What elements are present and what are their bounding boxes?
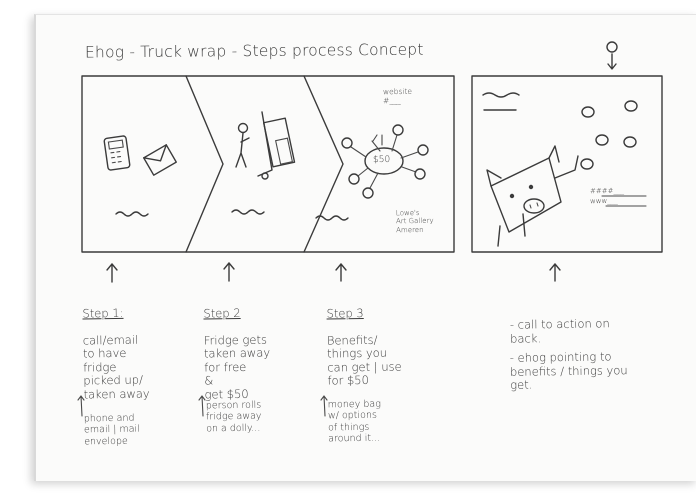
back-scribble-1: [483, 93, 519, 97]
price-label: $50: [373, 155, 390, 166]
scribble-2: [232, 210, 264, 214]
chevron-divider-1: [186, 76, 223, 252]
star-marker-icon: [607, 42, 617, 52]
step-3-body: Benefits/ things you can get | use for $…: [327, 333, 402, 388]
sketch-title: Ehog - Truck wrap - Steps process Concep…: [85, 41, 424, 62]
phone-icon: [104, 136, 130, 171]
pig-note-2: www___: [590, 197, 618, 206]
envelope-icon: [144, 145, 177, 175]
back-note-call-to-action: - call to action on back.: [510, 317, 610, 346]
step-1-heading: Step 1:: [82, 306, 148, 320]
down-arrow-icon: [608, 54, 616, 69]
benefit-circles: [581, 101, 637, 169]
step-2-heading: Step 2: [203, 306, 269, 320]
step-2-body: Fridge gets taken away for free & get $5…: [204, 333, 271, 402]
partner-credits: Lowe's Art Gallery Ameren: [396, 209, 434, 234]
back-note-ehog-pointing: - ehog pointing to benefits / things you…: [510, 350, 628, 392]
step-1: Step 1: call/email to have fridge picked…: [82, 293, 150, 416]
step-2: Step 2 Fridge gets taken away for free &…: [203, 293, 271, 416]
step-3-note: money bag w/ options of things around it…: [328, 399, 382, 445]
step-1-note: phone and email | mail envelope: [84, 413, 140, 448]
up-arrow-icons: [107, 263, 560, 282]
chevron-divider-2: [304, 76, 343, 252]
website-label: website #___: [383, 88, 412, 106]
pig-note-1: ####___: [590, 187, 624, 196]
step-1-body: call/email to have fridge picked up/ tak…: [83, 333, 150, 402]
scribble-3: [316, 216, 348, 220]
step-3: Step 3 Benefits/ things you can get | us…: [326, 292, 402, 402]
person-dolly-icon: [236, 112, 295, 179]
step-2-note: person rolls fridge away on a dolly...: [206, 400, 262, 435]
scribble-1: [116, 212, 148, 216]
step-3-heading: Step 3: [326, 306, 401, 321]
ehog-pig-icon: [487, 146, 578, 246]
